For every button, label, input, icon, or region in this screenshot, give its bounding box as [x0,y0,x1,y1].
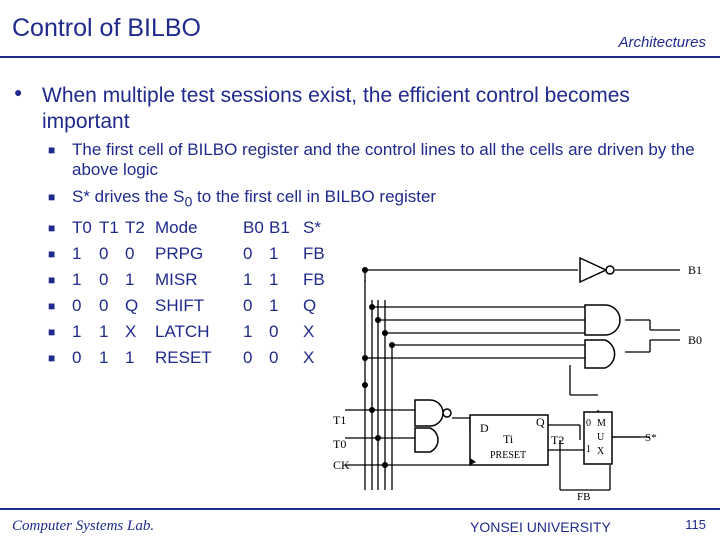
label-mux-x: X [597,446,605,457]
label-t1: T1 [333,413,346,427]
label-t0: T0 [333,437,346,451]
label-fb: FB [577,491,590,503]
square-bullet-icon: ■ [48,351,56,366]
bilbo-control-circuit: B1 B0 T1 T0 CK D Q Ti PRESET T2 0 M U 1 … [333,256,702,503]
and-gate-b1-path [584,304,621,336]
square-bullet-icon: ■ [48,299,56,314]
and-gate-t1 [414,399,452,427]
square-bullet-icon: ■ [48,273,56,288]
label-t2: T2 [551,433,564,447]
label-mux-0: 0 [586,418,591,429]
main-point: When multiple test sessions exist, the e… [42,84,630,133]
square-bullet-icon: ■ [48,190,56,204]
slide-title: Control of BILBO [12,14,201,42]
label-b1: B1 [688,263,702,277]
flipflop-box [469,414,549,466]
square-bullet-icon: ■ [48,143,56,157]
page-number: 115 [685,517,706,532]
label-mux-u: U [597,432,605,443]
junction-dots [362,267,395,468]
square-bullet-icon: ■ [48,325,56,340]
and-gate-b0-path [584,339,616,369]
and-gate-t0 [414,427,439,453]
bullet-icon: ● [14,84,23,100]
label-mux-m: M [597,418,606,429]
label-mux-1: 1 [586,444,591,455]
mux-box [583,411,613,465]
section-label: Architectures [618,34,706,51]
subpoint-first-cell: ■ The first cell of BILBO register and t… [48,140,695,179]
label-ck: CK [333,458,350,472]
label-d: D [480,421,489,435]
footer-university: YONSEI UNIVERSITY [470,519,611,535]
circuit-wires [345,269,680,491]
buffer-gate [579,256,615,284]
header-rule [0,56,720,58]
label-q: Q [536,415,545,429]
label-s-star: S* [645,432,657,444]
label-preset: PRESET [490,450,526,461]
subpoint-list: ■ The first cell of BILBO register and t… [48,140,708,371]
subpoint-s-star: ■ S* drives the S0 to the first cell in … [48,184,708,215]
footer-rule [0,508,720,510]
label-ti: Ti [503,432,514,446]
square-bullet-icon: ■ [48,221,56,236]
footer-lab: Computer Systems Lab. [12,518,155,534]
label-b0: B0 [688,333,702,347]
square-bullet-icon: ■ [48,247,56,262]
